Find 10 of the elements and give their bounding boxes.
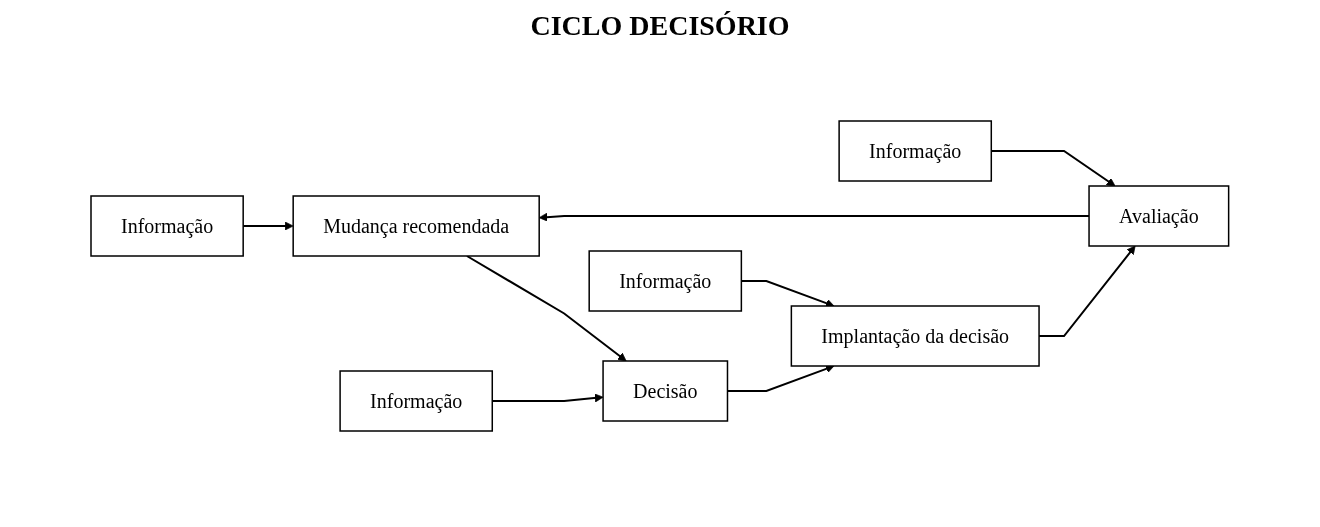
node-box: Informação <box>588 250 743 312</box>
node-box: Informação <box>838 120 993 182</box>
node-box: Decisão <box>602 360 729 422</box>
node-box: Informação <box>339 370 494 432</box>
arrow <box>466 255 627 362</box>
diagram-title: CICLO DECISÓRIO <box>529 10 791 42</box>
node-box: Informação <box>90 195 245 257</box>
node-box: Mudança recomendada <box>292 195 541 257</box>
node-box: Avaliação <box>1088 185 1230 247</box>
node-box: Implantação da decisão <box>790 305 1040 367</box>
